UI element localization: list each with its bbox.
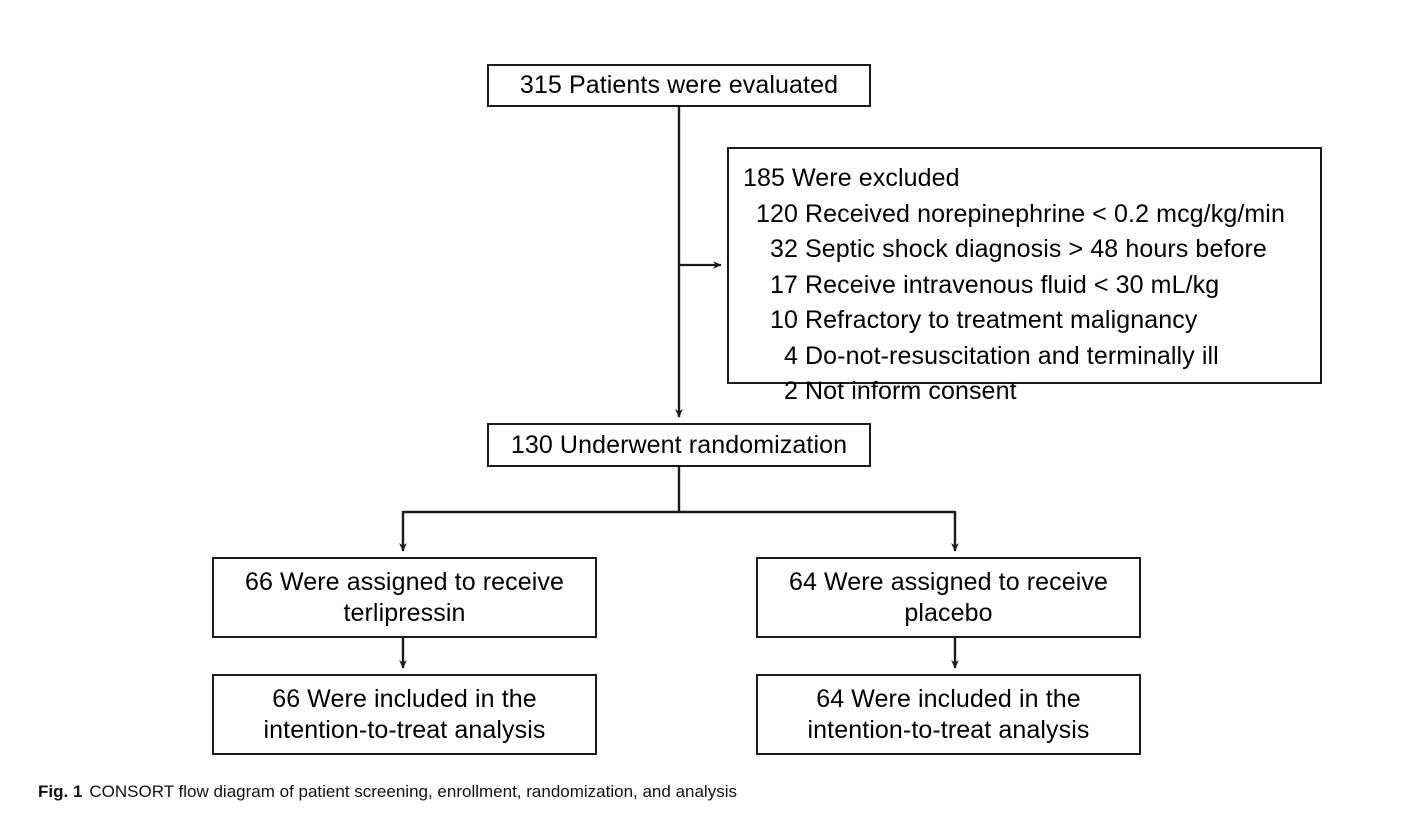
node-arm-terlipressin-label: 66 Were assigned to receive terlipressin (244, 568, 565, 627)
node-excluded-heading: 185 Were excluded (743, 164, 960, 192)
node-patients-evaluated: 315 Patients were evaluated (487, 64, 871, 107)
excluded-reason-item: 32 Septic shock diagnosis > 48 hours bef… (743, 232, 1320, 268)
node-underwent-randomization: 130 Underwent randomization (487, 423, 871, 467)
excluded-reason-text: Refractory to treatment malignancy (805, 306, 1198, 334)
excluded-reason-count: 2 (783, 377, 798, 405)
excluded-reason-count: 120 (755, 199, 798, 228)
excluded-reason-item: 4 Do-not-resuscitation and terminally il… (743, 339, 1320, 375)
node-arm-placebo: 64 Were assigned to receive placebo (756, 557, 1141, 638)
node-itt-placebo-label: 64 Were included in the intention-to-tre… (807, 685, 1090, 744)
excluded-reason-item: 10 Refractory to treatment malignancy (743, 303, 1320, 339)
node-arm-placebo-label: 64 Were assigned to receive placebo (788, 568, 1109, 627)
excluded-reason-count: 10 (769, 306, 798, 334)
node-itt-terlipressin: 66 Were included in the intention-to-tre… (212, 674, 597, 755)
excluded-reason-text: Received norepinephrine < 0.2 mcg/kg/min (805, 199, 1285, 228)
node-excluded: 185 Were excluded 120 Received norepinep… (727, 147, 1322, 405)
excluded-reason-text: Septic shock diagnosis > 48 hours before (805, 235, 1267, 263)
excluded-reason-count: 17 (769, 270, 798, 299)
node-itt-placebo: 64 Were included in the intention-to-tre… (756, 674, 1141, 755)
excluded-reason-item: 17 Receive intravenous fluid < 30 mL/kg (743, 268, 1320, 304)
figure-caption-label: Fig. 1 (38, 782, 83, 801)
excluded-reason-text: Do-not-resuscitation and terminally ill (805, 341, 1219, 370)
excluded-reason-item: 120 Received norepinephrine < 0.2 mcg/kg… (743, 197, 1320, 233)
excluded-reason-text: Receive intravenous fluid < 30 mL/kg (805, 270, 1220, 299)
excluded-reason-count: 32 (769, 235, 798, 263)
excluded-reason-text: Not inform consent (805, 377, 1017, 405)
node-patients-evaluated-label: 315 Patients were evaluated (519, 71, 839, 100)
excluded-reason-item: 2 Not inform consent (743, 374, 1320, 410)
node-arm-terlipressin: 66 Were assigned to receive terlipressin (212, 557, 597, 638)
node-itt-terlipressin-label: 66 Were included in the intention-to-tre… (263, 685, 546, 744)
node-underwent-randomization-label: 130 Underwent randomization (510, 430, 848, 459)
excluded-reason-list: 120 Received norepinephrine < 0.2 mcg/kg… (743, 197, 1320, 410)
figure-caption-text: CONSORT flow diagram of patient screenin… (89, 782, 737, 801)
figure-caption: Fig. 1 CONSORT flow diagram of patient sc… (38, 782, 737, 802)
excluded-reason-count: 4 (783, 341, 798, 370)
